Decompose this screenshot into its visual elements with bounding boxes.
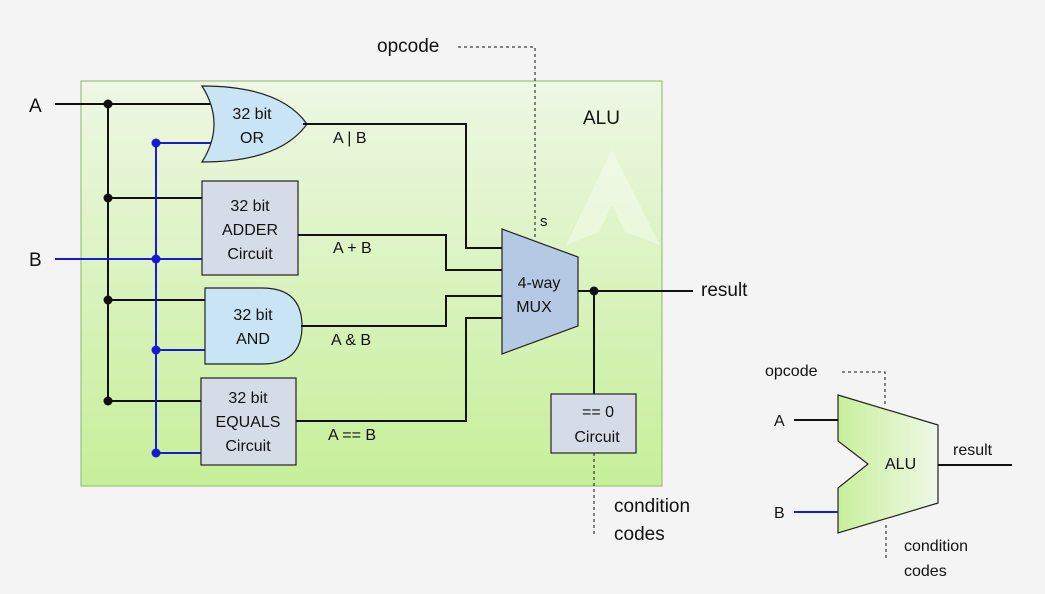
mux: 4-way MUX xyxy=(501,228,579,355)
and-output-label: A & B xyxy=(331,332,371,349)
symbol-condition-line1: condition xyxy=(904,538,968,555)
result-junction xyxy=(589,286,599,296)
symbol-opcode-label: opcode xyxy=(765,363,818,380)
adder-line3: Circuit xyxy=(227,246,273,263)
zero-circuit: == 0 Circuit xyxy=(550,393,637,454)
watermark-logo xyxy=(566,150,660,245)
junctions-a xyxy=(103,99,113,406)
or-gate-line1: 32 bit xyxy=(232,106,272,123)
junctions-b xyxy=(151,138,161,458)
unit-output-wires xyxy=(296,123,502,422)
symbol-b-label: B xyxy=(774,505,785,522)
or-gate-line2: OR xyxy=(240,130,264,147)
adder-circuit: 32 bit ADDER Circuit xyxy=(201,180,299,276)
select-label: s xyxy=(540,213,548,230)
opcode-label: opcode xyxy=(377,36,439,57)
zero-line2: Circuit xyxy=(574,429,620,446)
equals-line3: Circuit xyxy=(225,438,271,455)
or-output-label: A | B xyxy=(333,130,367,147)
symbol-condition-line2: codes xyxy=(904,563,947,580)
symbol-a-label: A xyxy=(774,413,785,430)
symbol-alu-label: ALU xyxy=(885,456,916,473)
alu-symbol: opcode ALU A B result condition codes xyxy=(765,363,1012,580)
equals-line2: EQUALS xyxy=(216,414,281,431)
mux-line2: MUX xyxy=(516,299,552,316)
result-label: result xyxy=(701,280,748,301)
mux-line1: 4-way xyxy=(518,275,561,292)
condition-codes-line1: condition xyxy=(614,496,690,517)
adder-line1: 32 bit xyxy=(230,198,270,215)
input-b-label: B xyxy=(29,250,42,271)
symbol-alu-body xyxy=(837,394,939,534)
equals-line1: 32 bit xyxy=(228,390,268,407)
and-gate-line2: AND xyxy=(236,331,270,348)
alu-label: ALU xyxy=(583,108,620,129)
wire-b xyxy=(55,142,213,454)
input-a-label: A xyxy=(29,96,42,117)
equals-circuit: 32 bit EQUALS Circuit xyxy=(200,377,297,466)
adder-output-label: A + B xyxy=(333,240,372,257)
zero-line1: == 0 xyxy=(582,404,614,421)
and-gate-line1: 32 bit xyxy=(233,307,273,324)
adder-line2: ADDER xyxy=(222,222,278,239)
symbol-result-label: result xyxy=(953,442,993,459)
condition-codes-line2: codes xyxy=(614,524,665,545)
and-gate: 32 bit AND xyxy=(204,287,303,365)
opcode-wire xyxy=(458,46,536,238)
or-gate: 32 bit OR xyxy=(200,85,308,163)
symbol-opcode-wire xyxy=(842,371,886,404)
equals-output-label: A == B xyxy=(328,427,376,444)
